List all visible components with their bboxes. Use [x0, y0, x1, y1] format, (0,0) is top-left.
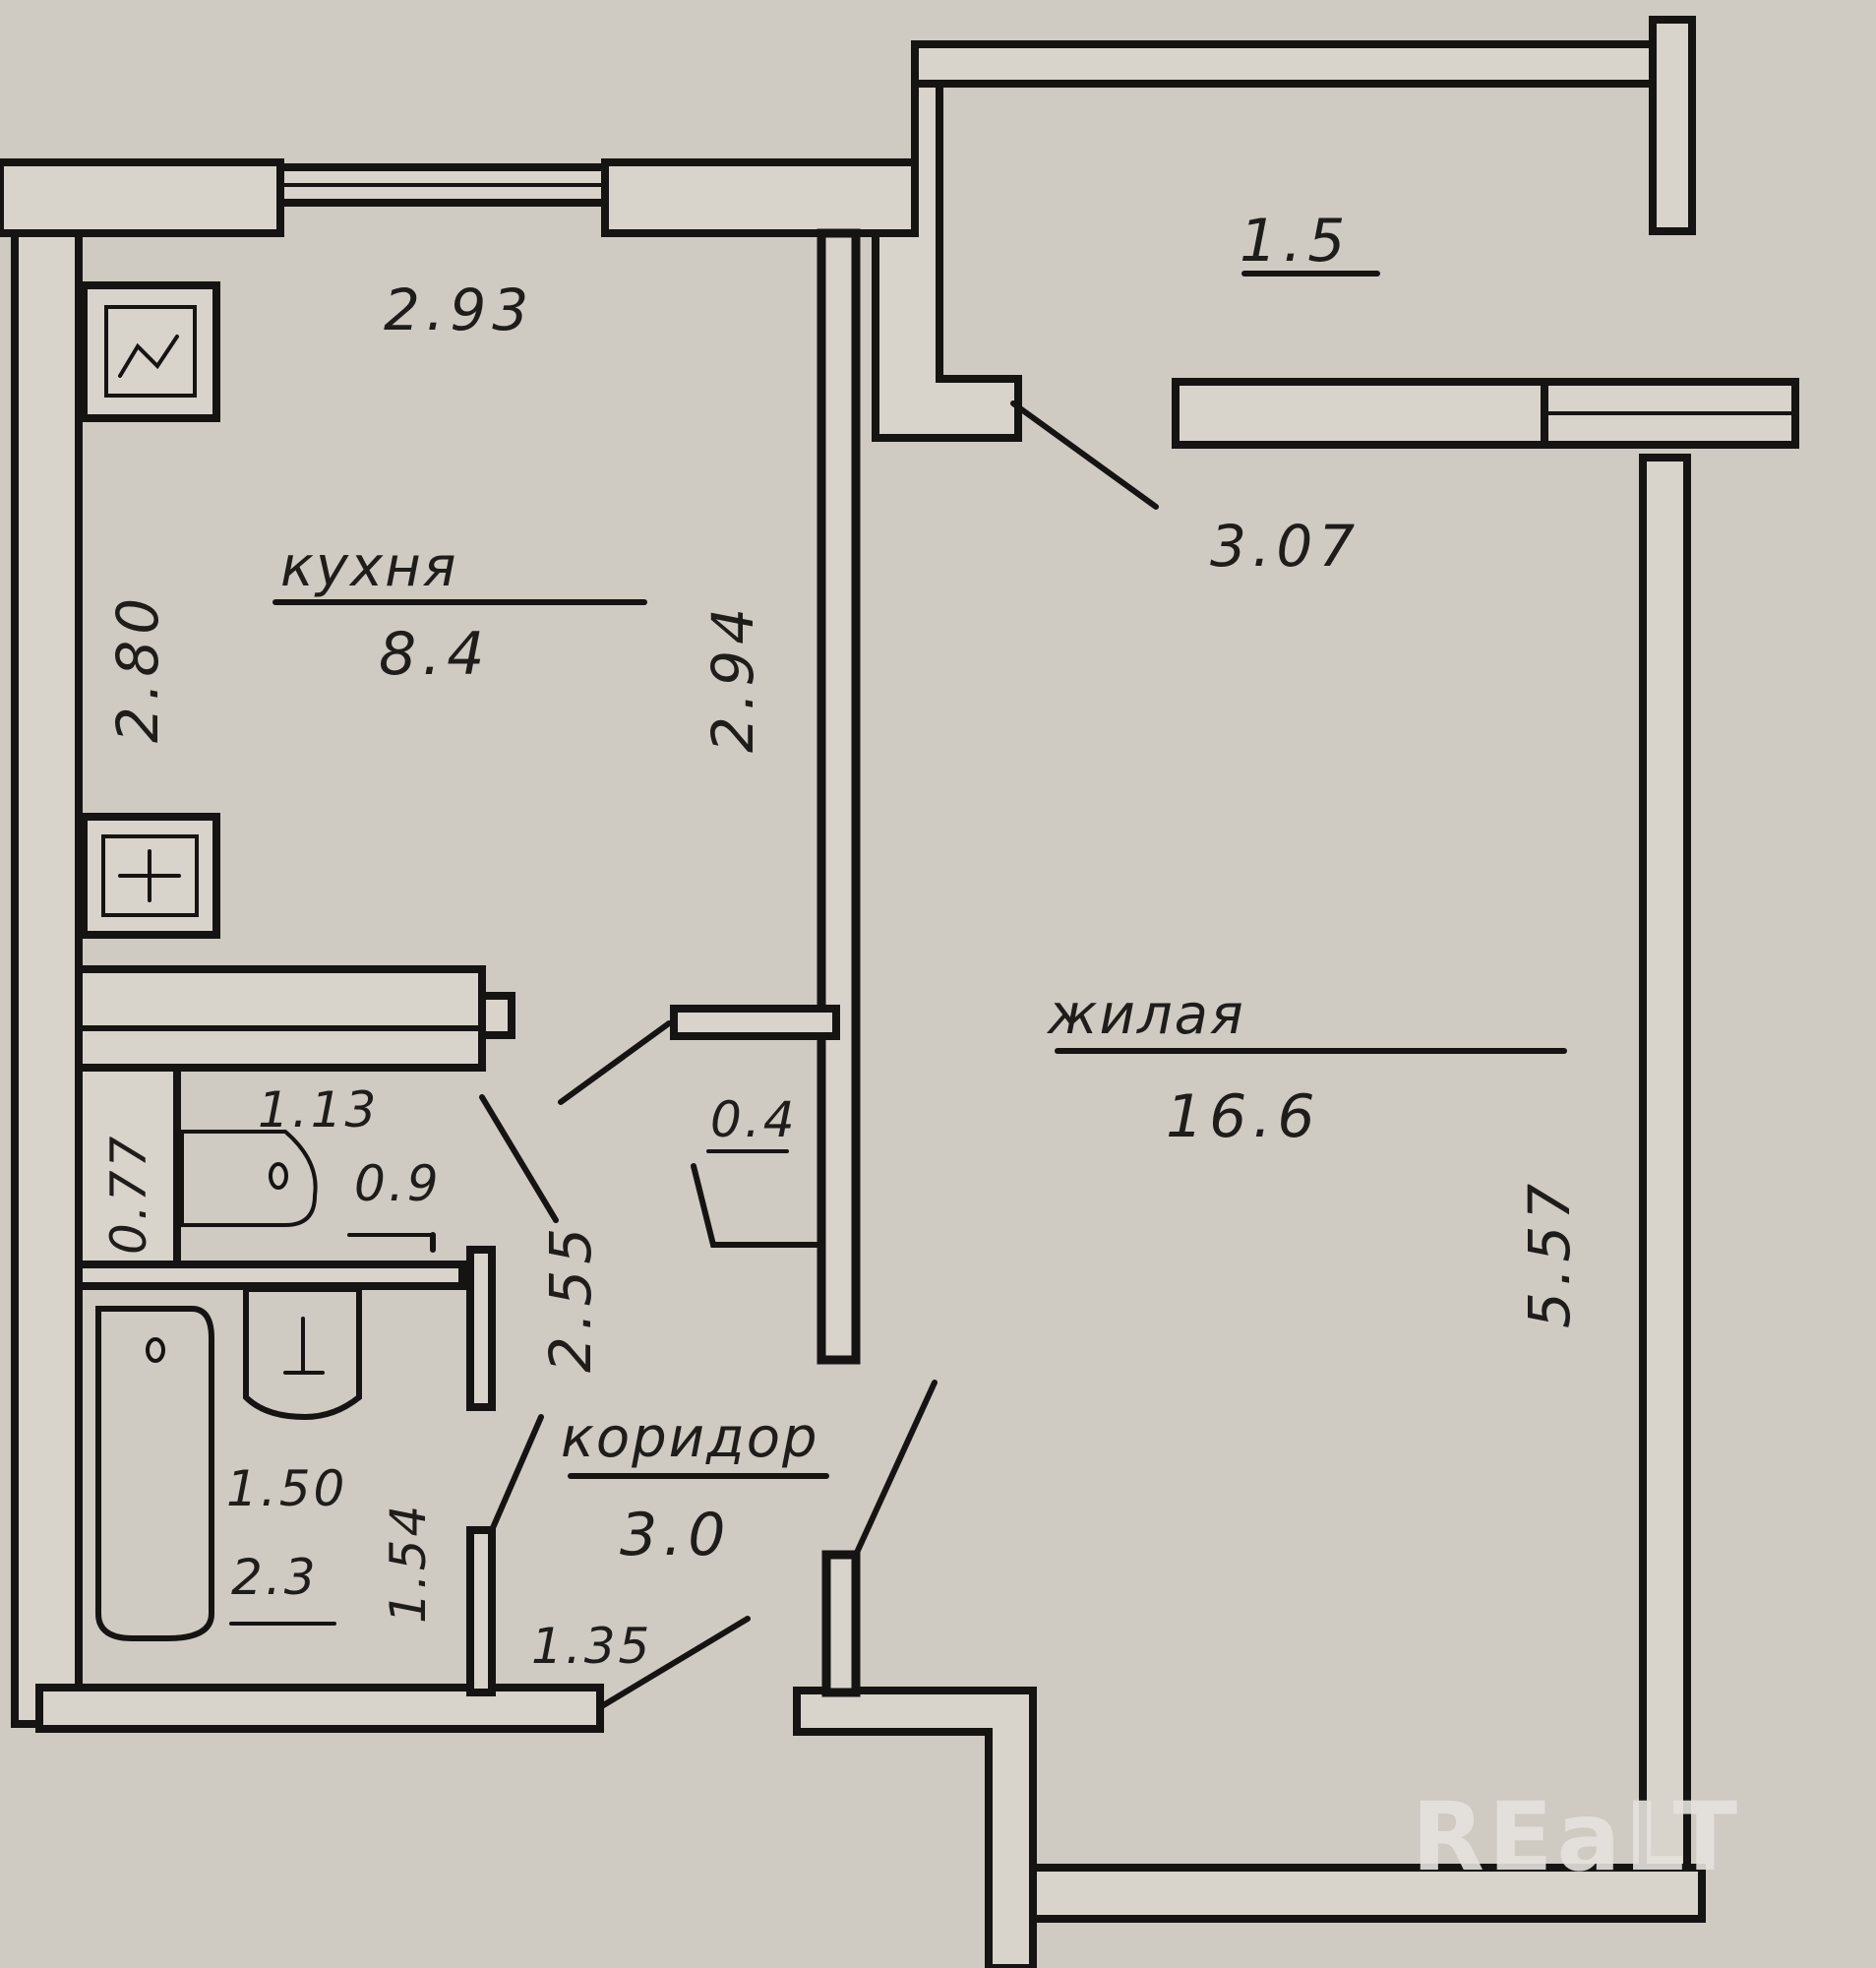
balcony-left-wall [872, 45, 1022, 442]
balcony-door [1010, 400, 1159, 510]
bathroom-door [489, 1414, 544, 1533]
closet-outline [691, 1163, 824, 1248]
watermark-logo: REaLT [1412, 1782, 1741, 1892]
kitchen-right-height: 2.94 [699, 602, 766, 753]
kitchen-partition [75, 965, 486, 1072]
kitchen-right-wall [817, 228, 861, 1365]
top-wall-right [601, 158, 943, 237]
toilet-door [479, 1094, 559, 1223]
bathroom-area: 2.3 [231, 1549, 319, 1606]
left-outer-wall [11, 229, 83, 1728]
living-height: 5.57 [1516, 1178, 1583, 1328]
balcony-right-post [1649, 16, 1696, 235]
bath-wall-lower [466, 1526, 496, 1696]
toilet-width: 1.13 [258, 1081, 379, 1138]
kitchen-area: 8.4 [379, 620, 490, 689]
top-wall-left [0, 158, 284, 237]
kitchen-left-height: 2.80 [104, 592, 171, 743]
entrance-door [597, 1616, 751, 1710]
living-area: 16.6 [1166, 1082, 1321, 1151]
bottom-wall-middle [793, 1687, 1037, 1968]
corridor-name: коридор [561, 1406, 819, 1470]
toilet-depth: 0.77 [100, 1134, 157, 1255]
washbasin-icon [243, 1286, 362, 1421]
corridor-length: 2.55 [537, 1222, 604, 1373]
toilet-icon [180, 1130, 318, 1227]
bath-wall [466, 1246, 496, 1411]
closet-area: 0.4 [710, 1091, 798, 1148]
living-door [853, 1380, 938, 1558]
living-right-wall [1639, 454, 1691, 1883]
corridor-area: 3.0 [620, 1501, 731, 1569]
bottom-wall-right [1029, 1864, 1706, 1923]
closet-top [670, 1005, 840, 1040]
toilet-area: 0.9 [354, 1155, 442, 1212]
doors [430, 400, 1159, 1710]
corridor-width: 1.35 [531, 1618, 652, 1675]
kitchen-name: кухня [280, 535, 457, 599]
bottom-wall-left [35, 1684, 604, 1733]
bathroom-depth: 1.54 [380, 1503, 437, 1624]
closet-door [558, 1020, 672, 1105]
balcony-area: 1.5 [1240, 207, 1351, 276]
bathroom-width: 1.50 [226, 1460, 347, 1517]
corridor-door-jamb [821, 1550, 861, 1697]
balcony-rail [911, 40, 1657, 88]
kitchen-width: 2.93 [384, 277, 534, 343]
bathtub-icon [95, 1306, 214, 1641]
living-top-width: 3.07 [1210, 513, 1361, 580]
living-top-wall-left [1172, 378, 1548, 449]
fixtures [80, 281, 362, 1641]
living-name: жилая [1046, 983, 1245, 1047]
labels: 1.5 2.93 кухня 8.4 2.80 2.94 3.07 жилая … [100, 207, 1741, 1892]
walls [0, 16, 1799, 1968]
